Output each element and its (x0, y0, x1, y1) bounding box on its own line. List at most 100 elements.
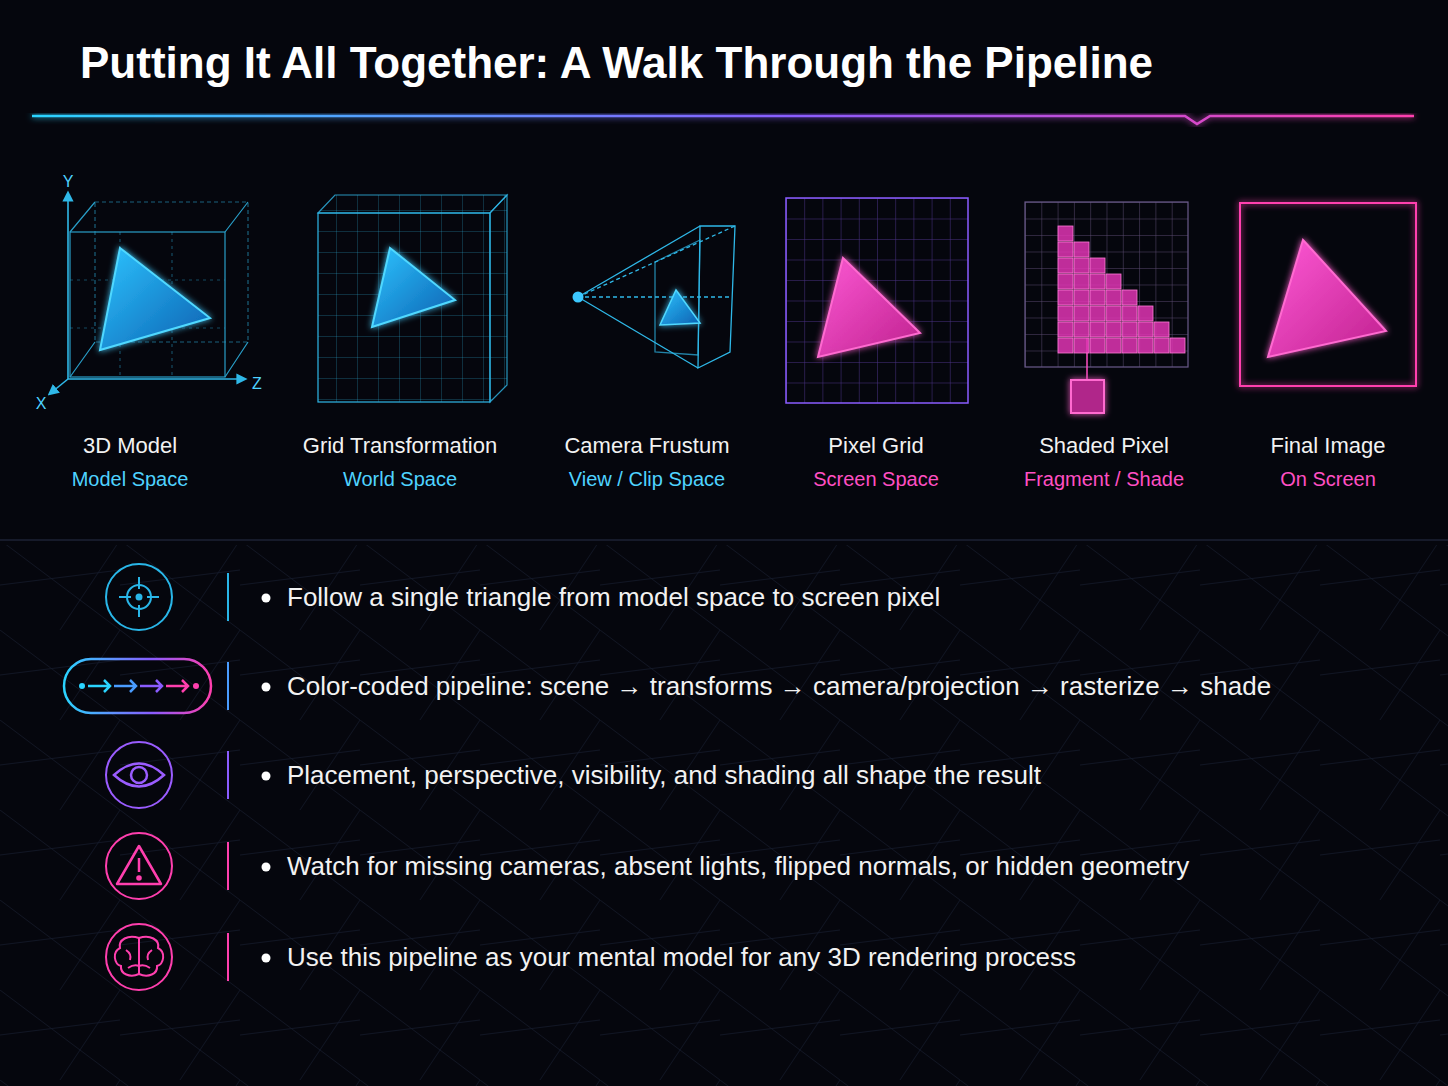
row-dividers (227, 573, 229, 981)
stage-node: 3D ModelModel Space (45, 178, 255, 410)
stage-node: Shaded PixelFragment / Shade (1025, 202, 1188, 413)
final-image (1268, 240, 1386, 357)
eye-icon (131, 767, 147, 783)
triangle-view (660, 290, 700, 325)
model-space-cube (70, 202, 248, 377)
stage-node: Final ImageOn Screen (1240, 203, 1416, 386)
model-space-cube (70, 232, 225, 377)
stage-name: 3D Model (72, 432, 189, 460)
title-underline (32, 116, 1414, 124)
shaded-cell (1170, 338, 1185, 353)
stage-name: Final Image (1271, 432, 1386, 460)
shaded-cell (1074, 338, 1089, 353)
shaded-cell (1138, 322, 1153, 337)
bullet-dots (262, 863, 271, 872)
row-dividers (227, 751, 229, 799)
stage-space: Model Space (72, 466, 189, 492)
background-network (0, 545, 1448, 1086)
bullet-dots (262, 772, 271, 781)
warning-icon (137, 876, 141, 880)
pipeline-pill-icon (64, 659, 211, 713)
axis-lines (68, 378, 242, 380)
stage-space: On Screen (1271, 466, 1386, 492)
stage-space: Screen Space (813, 466, 939, 492)
bullet-dots (262, 594, 271, 603)
shaded-cell (1122, 306, 1137, 321)
shaded-cell (1058, 242, 1073, 257)
camera-frustum (573, 226, 736, 368)
shaded-cell (1106, 338, 1121, 353)
shaded-cell (1106, 322, 1121, 337)
warning-icon (106, 833, 172, 899)
warning-icon (106, 833, 172, 899)
triangle-model (100, 248, 210, 350)
shaded-cell (1058, 290, 1073, 305)
pipeline-arrow (972, 289, 1003, 297)
final-image (1240, 203, 1416, 386)
target-icon (119, 577, 159, 617)
shaded-cell (1138, 306, 1153, 321)
eye-icon (106, 742, 172, 808)
shaded-cell (1090, 274, 1105, 289)
camera-frustum (578, 296, 730, 297)
shaded-cell (1090, 322, 1105, 337)
background-network (0, 545, 1448, 1086)
target-icon (106, 564, 172, 630)
model-space-cube (70, 232, 225, 377)
section-divider (0, 539, 1448, 541)
axis-label: X (36, 394, 47, 413)
camera-frustum (573, 292, 584, 303)
pipeline-pill-icon (114, 680, 136, 692)
pipeline-pill-icon (193, 683, 199, 689)
shaded-cell (1138, 338, 1153, 353)
shaded-cell (1058, 338, 1073, 353)
axis-lines (52, 196, 242, 392)
brain-icon (139, 937, 163, 976)
pipeline-pill-icon (64, 659, 211, 713)
pipeline-pill-icon (166, 680, 188, 692)
stage-name: Grid Transformation (303, 432, 497, 460)
stage-caption: Camera FrustumView / Clip Space (564, 432, 729, 492)
shaded-cell (1058, 258, 1073, 273)
world-grid-box (318, 213, 490, 402)
target-icon (137, 595, 142, 600)
axis-label: Y (63, 172, 74, 191)
pixel-grid (786, 198, 968, 403)
shaded-cell (1058, 322, 1073, 337)
shaded-cell (1074, 242, 1089, 257)
shaded-cell (1122, 322, 1137, 337)
shaded-cell (1058, 274, 1073, 289)
brain-icon (106, 924, 172, 990)
shaded-cell (1106, 274, 1121, 289)
row-dividers (227, 662, 229, 710)
page-title: Putting It All Together: A Walk Through … (80, 38, 1153, 88)
bullet-text: Follow a single triangle from model spac… (287, 582, 940, 613)
title-underline (32, 116, 1414, 124)
pipeline-arrow (1192, 289, 1218, 297)
shaded-cell (1058, 306, 1073, 321)
warning-icon (117, 846, 161, 884)
triangle-world (372, 248, 455, 327)
shaded-cell (1058, 226, 1073, 241)
shaded-cell (1154, 322, 1169, 337)
warning-icon (138, 858, 141, 872)
shaded-cell (1090, 338, 1105, 353)
brain-icon (106, 924, 172, 990)
bullet-text: Placement, perspective, visibility, and … (287, 760, 1041, 791)
bullet-text: Watch for missing cameras, absent lights… (287, 851, 1189, 882)
shaded-cell (1074, 306, 1089, 321)
eye-icon (114, 764, 164, 787)
stage-caption: Final Image On Screen (1271, 432, 1386, 492)
triangle-screen (818, 258, 920, 357)
bullet-text: Use this pipeline as your mental model f… (287, 942, 1076, 973)
eye-icon (106, 742, 172, 808)
axis-label: Z (252, 374, 262, 393)
shaded-cell (1154, 338, 1169, 353)
axis-lines (67, 196, 69, 379)
shaded-cell (1122, 338, 1137, 353)
final-image (1240, 203, 1416, 386)
fragment-grid (1025, 202, 1188, 413)
stage-space: Fragment / Shade (1024, 466, 1184, 492)
